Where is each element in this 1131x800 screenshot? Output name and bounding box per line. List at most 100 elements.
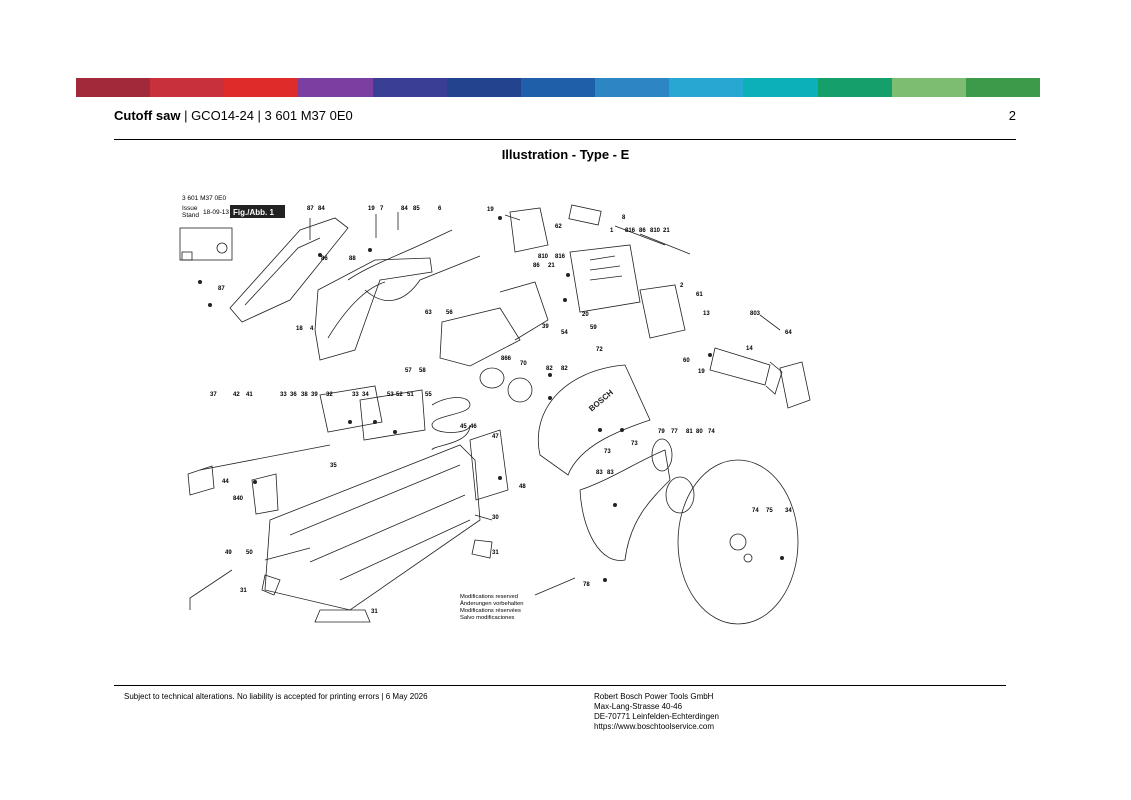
callout: 31 (371, 609, 378, 615)
callout: 18 (296, 326, 303, 332)
callout: 50 (246, 550, 253, 556)
callout: 34 (785, 508, 792, 514)
callout: 60 (683, 358, 690, 364)
color-band (76, 78, 1041, 97)
callout: 83 (607, 470, 614, 476)
callout: 86 (533, 263, 540, 269)
callout: 21 (548, 263, 555, 269)
footer-rule (114, 685, 1006, 686)
note-line: Salvo modificaciones (460, 615, 515, 621)
callout: 82 (546, 366, 553, 372)
callout: 87 (307, 206, 314, 212)
callout: 47 (492, 434, 499, 440)
callout: 31 (240, 588, 247, 594)
callout: 810 (650, 228, 661, 234)
document-title: Cutoff saw | GCO14-24 | 3 601 M37 0E0 (114, 108, 353, 123)
callout: 44 (222, 479, 229, 485)
callout: 53 (387, 392, 394, 398)
band-segment (150, 78, 225, 97)
callout: 62 (555, 224, 562, 230)
company-street: Max-Lang-Strasse 40-46 (594, 702, 683, 711)
callout: 39 (542, 324, 549, 330)
callout: 70 (520, 361, 527, 367)
callout: 39 (311, 392, 318, 398)
callout: 56 (446, 310, 453, 316)
callout: 13 (703, 311, 710, 317)
header-rule (114, 139, 1016, 140)
page-number: 2 (1008, 108, 1016, 123)
note-line: Modifications reserved (460, 594, 518, 600)
callout: 77 (671, 429, 678, 435)
callout: 79 (658, 429, 665, 435)
callout: 2 (680, 283, 684, 289)
callout: 42 (233, 392, 240, 398)
callout: 41 (246, 392, 253, 398)
callout: 63 (425, 310, 432, 316)
exploded-parts-diagram: 3 601 M37 0E0 Issue Stand 18-09-13 Fig./… (179, 195, 811, 625)
callout: 73 (604, 449, 611, 455)
callout: 840 (233, 496, 244, 502)
band-segment (446, 78, 521, 97)
callout: 21 (663, 228, 670, 234)
callout: 84 (318, 206, 325, 212)
callout: 72 (596, 347, 603, 353)
callout: 14 (746, 346, 753, 352)
callout: 19 (698, 369, 705, 375)
band-segment (891, 78, 966, 97)
band-segment (76, 78, 151, 97)
callout: 86 (639, 228, 646, 234)
band-segment (595, 78, 670, 97)
callout: 58 (419, 368, 426, 374)
callout: 46 (470, 424, 477, 430)
band-segment (520, 78, 596, 97)
callout: 73 (631, 441, 638, 447)
band-segment (669, 78, 744, 97)
callout: 84 (401, 206, 408, 212)
callout: 45 (460, 424, 467, 430)
callout: 86 (321, 256, 328, 262)
brand-logo-text: BOSCH (587, 388, 615, 414)
callout: 75 (766, 508, 773, 514)
callout: 80 (696, 429, 703, 435)
callout: 34 (362, 392, 369, 398)
callout: 816 (555, 254, 566, 260)
callout: 7 (380, 206, 384, 212)
callout: 4 (310, 326, 314, 332)
callout: 85 (413, 206, 420, 212)
callout: 81 (686, 429, 693, 435)
callout: 33 (280, 392, 287, 398)
callout: 19 (487, 207, 494, 213)
band-segment (372, 78, 447, 97)
callout: 30 (492, 515, 499, 521)
diagram-issue-label: Issue (182, 205, 198, 212)
band-segment (817, 78, 892, 97)
callout: 20 (582, 312, 589, 318)
callout: 57 (405, 368, 412, 374)
callout: 35 (330, 463, 337, 469)
callout: 74 (752, 508, 759, 514)
callout: 816 (625, 228, 636, 234)
section-title: Illustration - Type - E (501, 147, 630, 162)
callout: 37 (210, 392, 217, 398)
callout: 38 (301, 392, 308, 398)
callout: 88 (349, 256, 356, 262)
product-name: Cutoff saw (114, 108, 181, 123)
company-name: Robert Bosch Power Tools GmbH (594, 692, 714, 701)
callout: 87 (218, 286, 225, 292)
callout: 83 (596, 470, 603, 476)
fig-badge (230, 205, 285, 218)
callout: 866 (501, 356, 512, 362)
callout: 64 (785, 330, 792, 336)
diagram-stand-label: Stand (182, 212, 199, 219)
diagram-article-code: 3 601 M37 0E0 (182, 195, 226, 202)
band-segment (965, 78, 1041, 97)
callout: 31 (492, 550, 499, 556)
motor-icon (216, 242, 228, 254)
page-header: Cutoff saw | GCO14-24 | 3 601 M37 0E0 2 (114, 108, 1016, 126)
footer-address: Robert Bosch Power Tools GmbH Max-Lang-S… (594, 692, 719, 732)
callout: 803 (750, 311, 761, 317)
callout: 19 (368, 206, 375, 212)
service-link[interactable]: https://www.boschtoolservice.com (594, 722, 715, 731)
callout: 49 (225, 550, 232, 556)
callout: 52 (396, 392, 403, 398)
